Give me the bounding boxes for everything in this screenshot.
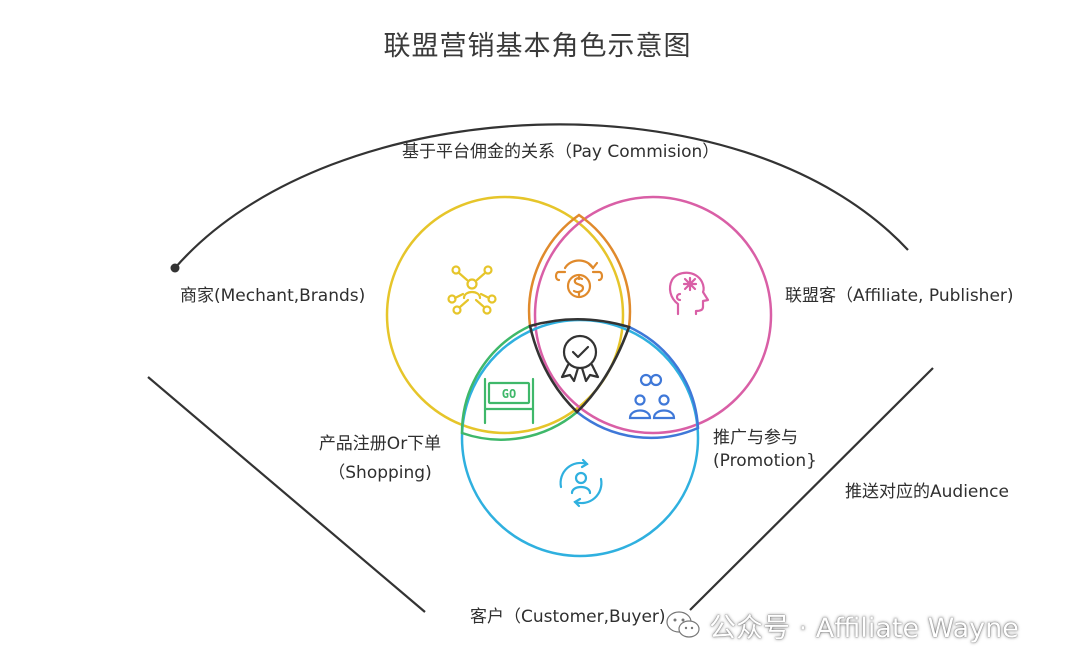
- shopping-lens-arc: [460, 324, 578, 441]
- shopping-label-line1: 产品注册Or下单: [318, 434, 442, 454]
- go-gate-text: GO: [502, 387, 516, 401]
- audience-label: 推送对应的Audience: [845, 482, 1009, 502]
- page-title: 联盟营销基本角色示意图: [383, 31, 692, 62]
- left-diagonal-connector: [147, 376, 426, 613]
- promotion-label-line1: 推广与参与: [713, 428, 798, 448]
- affiliate-circle: [533, 195, 773, 435]
- people-link-icon: [628, 373, 676, 420]
- wechat-icon: [666, 611, 700, 638]
- go-gate-icon: GO: [483, 377, 535, 425]
- shopping-label-line2: （Shopping): [328, 463, 432, 483]
- promotion-label: 推广与参与 (Promotion}: [713, 423, 817, 471]
- arc-start-dot: [170, 263, 180, 273]
- commission-lens-arc: [527, 213, 632, 328]
- shopping-label: 产品注册Or下单 （Shopping): [300, 429, 460, 483]
- badge-check-icon: [560, 334, 600, 383]
- top-arc-connector: [174, 123, 909, 269]
- network-people-icon: [447, 265, 497, 315]
- watermark-text: 公众号 · Affiliate Wayne: [709, 612, 1019, 644]
- head-idea-icon: [668, 271, 710, 316]
- promotion-label-line2: (Promotion}: [713, 451, 817, 471]
- center-region-outline: [528, 317, 631, 414]
- affiliate-label: 联盟客（Affiliate, Publisher): [785, 286, 1014, 306]
- promotion-lens-arc: [576, 325, 700, 440]
- merchant-label: 商家(Mechant,Brands): [180, 286, 366, 306]
- watermark: 公众号 · Affiliate Wayne: [665, 605, 1019, 645]
- customer-label: 客户（Customer,Buyer): [470, 607, 666, 627]
- user-cycle-icon: [559, 458, 603, 508]
- arc-top-label: 基于平台佣金的关系（Pay Commision）: [402, 142, 720, 162]
- merchant-circle: [385, 195, 625, 435]
- money-exchange-icon: [554, 259, 604, 299]
- right-diagonal-connector: [689, 367, 934, 611]
